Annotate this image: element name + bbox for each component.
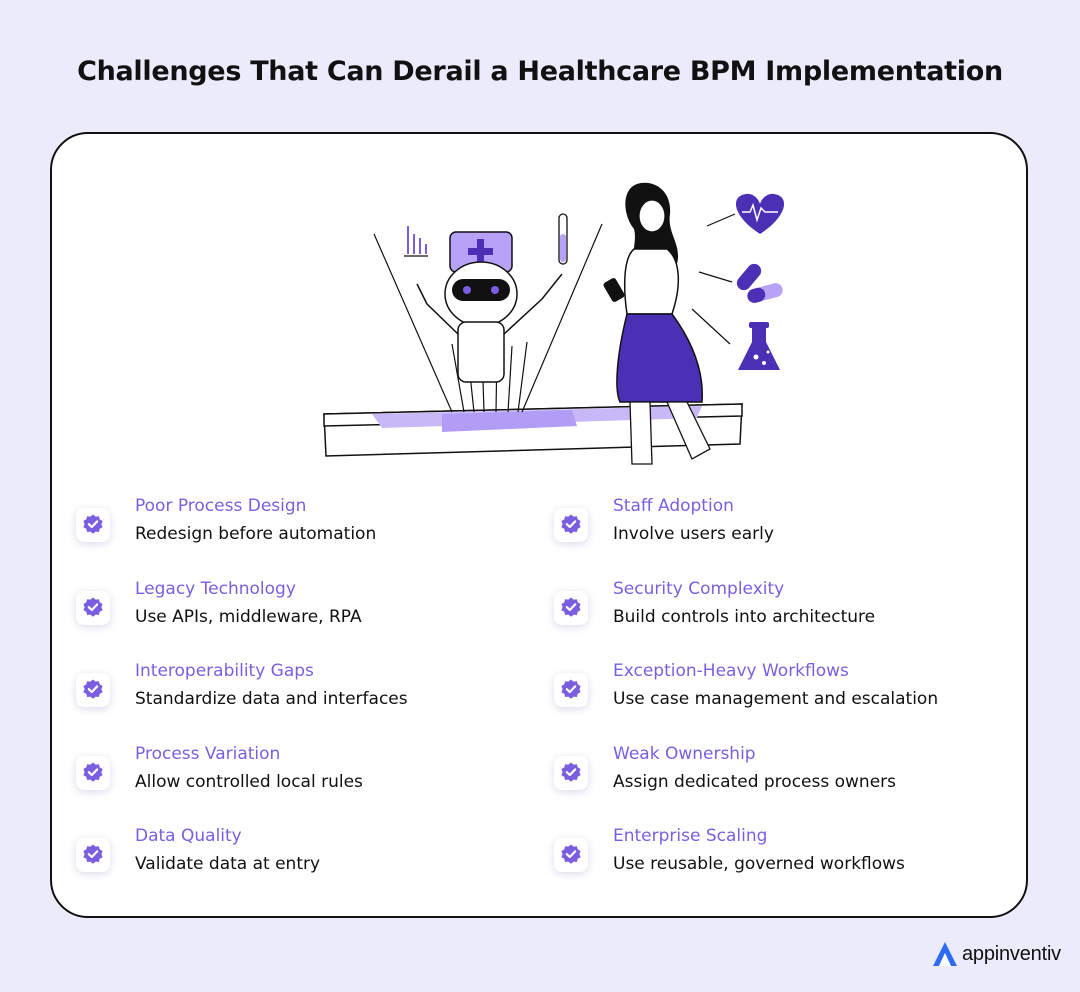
challenge-title: Staff Adoption xyxy=(613,496,734,516)
pills-icon xyxy=(698,263,783,303)
challenge-solution: Validate data at entry xyxy=(135,854,321,874)
verified-check-icon xyxy=(76,756,110,790)
verified-check-icon xyxy=(76,591,110,625)
challenge-solution: Allow controlled local rules xyxy=(135,772,363,792)
challenge-solution: Use reusable, governed workflows xyxy=(613,854,905,874)
content-card: Poor Process Design Redesign before auto… xyxy=(50,132,1028,918)
challenge-solution: Standardize data and interfaces xyxy=(135,689,408,709)
verified-check-icon xyxy=(554,508,588,542)
appinventiv-logo-icon xyxy=(933,942,957,966)
challenge-solution: Use case management and escalation xyxy=(613,689,939,709)
verified-check-icon xyxy=(554,673,588,707)
verified-check-icon xyxy=(76,508,110,542)
page-title: Challenges That Can Derail a Healthcare … xyxy=(77,56,1003,87)
challenge-solution: Involve users early xyxy=(613,524,774,544)
verified-check-icon xyxy=(554,838,588,872)
challenge-solution: Redesign before automation xyxy=(135,524,377,544)
verified-check-icon xyxy=(554,756,588,790)
challenge-solution: Build controls into architecture xyxy=(613,607,876,627)
challenge-title: Weak Ownership xyxy=(613,744,756,764)
healthcare-illustration xyxy=(323,182,785,465)
challenge-title: Data Quality xyxy=(135,826,242,846)
challenge-title: Process Variation xyxy=(135,744,281,764)
challenge-title: Enterprise Scaling xyxy=(613,826,768,846)
heart-rate-icon xyxy=(706,193,785,234)
challenge-title: Legacy Technology xyxy=(135,579,296,599)
challenge-solution: Use APIs, middleware, RPA xyxy=(135,607,362,627)
flask-icon xyxy=(691,308,780,370)
logo-text: appinventiv xyxy=(962,942,1061,965)
challenge-title: Interoperability Gaps xyxy=(135,661,314,681)
challenge-title: Poor Process Design xyxy=(135,496,307,516)
challenge-solution: Assign dedicated process owners xyxy=(613,772,896,792)
robot-nurse-icon xyxy=(404,213,568,383)
woman-with-phone-icon xyxy=(603,182,711,465)
verified-check-icon xyxy=(554,591,588,625)
challenge-title: Security Complexity xyxy=(613,579,785,599)
challenge-title: Exception-Heavy Workflows xyxy=(613,661,849,681)
verified-check-icon xyxy=(76,673,110,707)
brand-logo: appinventiv xyxy=(932,940,1061,968)
verified-check-icon xyxy=(76,838,110,872)
